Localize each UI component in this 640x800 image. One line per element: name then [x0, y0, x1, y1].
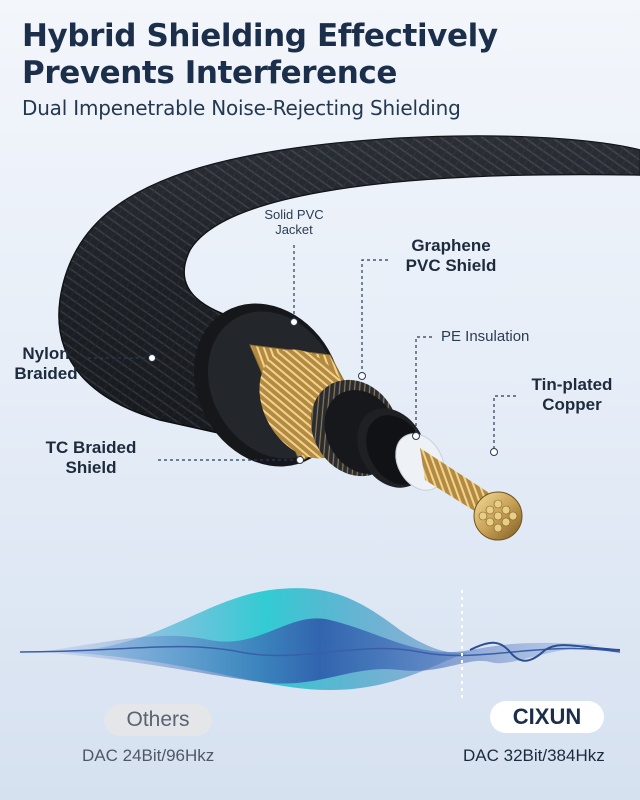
- others-spec: DAC 24Bit/96Hkz: [82, 746, 215, 765]
- label-solid-pvc-jacket: Solid PVC Jacket: [264, 207, 324, 237]
- headline: Hybrid Shielding Effectively Prevents In…: [22, 18, 498, 91]
- label-tin-plated-copper: Tin-plated Copper: [531, 375, 613, 414]
- label-nylon-braided: Nylon Braided: [14, 344, 78, 383]
- brand-badge: CIXUN: [490, 701, 604, 733]
- label-graphene-pvc-shield: Graphene PVC Shield: [405, 236, 497, 275]
- others-badge: Others: [104, 704, 212, 736]
- label-pe-insulation: PE Insulation: [441, 328, 530, 345]
- subheadline: Dual Impenetrable Noise-Rejecting Shield…: [22, 96, 461, 120]
- waveform: [19, 588, 621, 700]
- brand-spec: DAC 32Bit/384Hkz: [463, 746, 605, 765]
- label-tc-braided-shield: TC Braided Shield: [45, 438, 137, 477]
